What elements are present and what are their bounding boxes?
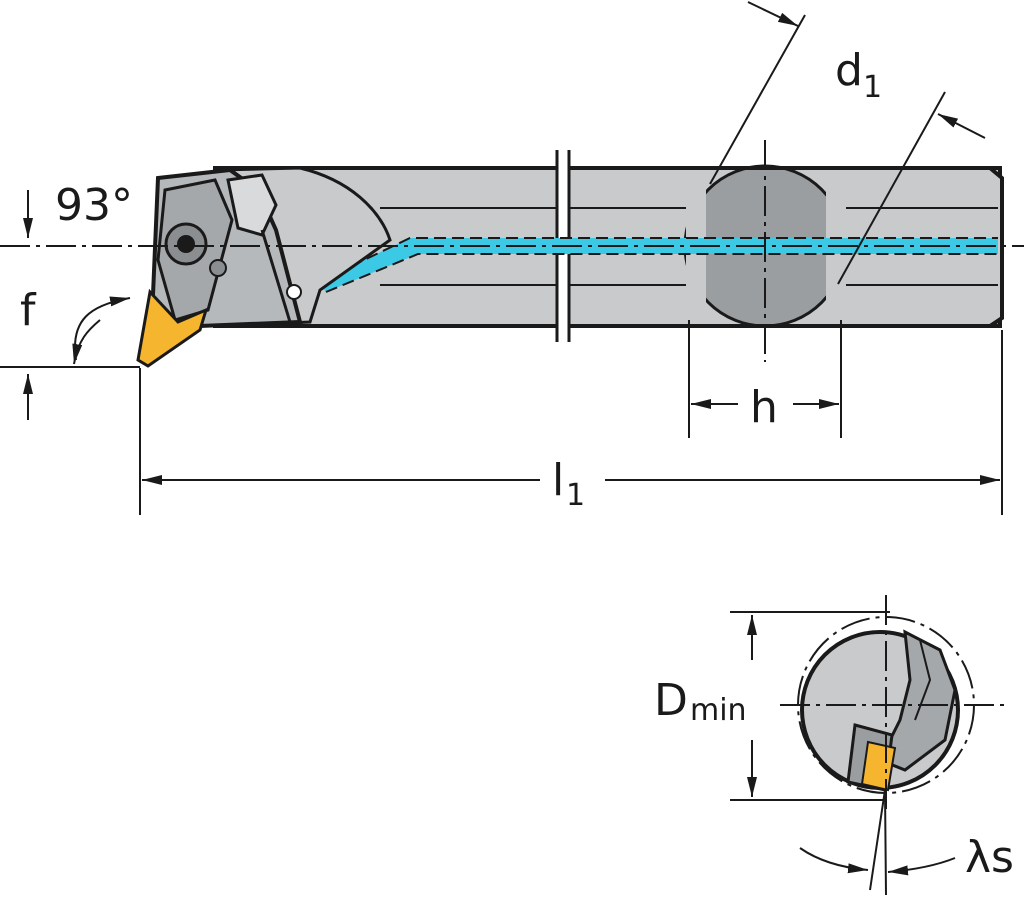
angle-label: 93° [55, 180, 133, 231]
lambda-dimension: λs [799, 789, 1014, 896]
l1-dimension: l 1 [139, 330, 1003, 515]
coolant-channel [317, 237, 998, 293]
dmin-dimension: D min [654, 611, 890, 801]
d1-dimension: d 1 [709, 1, 986, 285]
angle-dimension: 93° [55, 180, 133, 365]
f-label: f [20, 285, 37, 336]
end-view [780, 595, 1010, 815]
d1-subscript: 1 [863, 70, 882, 105]
end-view-insert [860, 740, 897, 792]
h-label: h [750, 382, 778, 433]
l1-subscript: 1 [566, 478, 585, 513]
dmin-label: D [654, 675, 688, 726]
l1-label: l [552, 455, 564, 506]
d1-label: d [835, 45, 863, 96]
f-dimension: f [0, 190, 140, 420]
cutting-insert [136, 288, 209, 368]
dmin-subscript: min [690, 693, 747, 728]
lambda-label: λs [965, 832, 1014, 883]
h-dimension: h [688, 320, 842, 438]
